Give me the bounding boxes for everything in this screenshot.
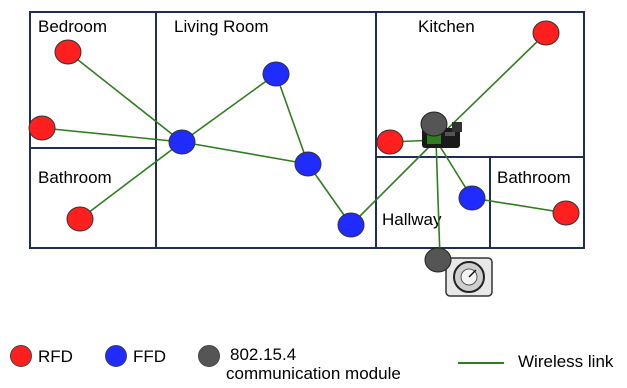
- module-swatch-icon: [198, 345, 220, 367]
- legend-ffd-label: FFD: [133, 346, 167, 366]
- module-nodes: [420, 111, 452, 273]
- meter-icon: [445, 257, 493, 297]
- hallway-label: Hallway: [382, 210, 442, 229]
- wireless-link-swatch-icon: [458, 361, 504, 364]
- wireless-link: [67, 51, 183, 143]
- kitchen-label: Kitchen: [418, 17, 475, 36]
- ffd-node: [262, 61, 290, 87]
- ffd-node: [168, 129, 196, 155]
- rfd-node: [532, 20, 560, 46]
- rfd-node: [54, 39, 82, 65]
- ffd-nodes: [168, 61, 486, 238]
- wireless-link: [275, 73, 309, 165]
- bathroom-left-label: Bathroom: [38, 168, 112, 187]
- communication-module-node: [420, 111, 448, 137]
- bathroom-right-room: [489, 156, 585, 249]
- rfd-nodes: [28, 20, 580, 232]
- ffd-node: [337, 212, 365, 238]
- wireless-links: [41, 32, 567, 259]
- bathroom-right-label: Bathroom: [497, 168, 571, 187]
- living-room-label: Living Room: [174, 17, 269, 36]
- legend-ffd: FFD: [105, 345, 166, 367]
- floor-plan-walls: [29, 11, 585, 249]
- legend-wireless-label: Wireless link: [518, 352, 614, 371]
- communication-module-node: [424, 247, 452, 273]
- legend-module-line1: 802.15.4: [230, 345, 297, 364]
- ffd-node: [294, 151, 322, 177]
- legend-module-line2: communication module: [226, 364, 401, 383]
- ffd-swatch-icon: [105, 345, 127, 367]
- floor-plan-diagram: Bedroom Living Room Kitchen Bathroom Bat…: [28, 11, 585, 297]
- legend-rfd-label: RFD: [38, 346, 73, 366]
- rfd-node: [28, 115, 56, 141]
- legend-wireless-link: Wireless link: [458, 352, 614, 371]
- wireless-link: [79, 141, 183, 220]
- rfd-node: [552, 200, 580, 226]
- wireless-link: [181, 73, 277, 143]
- legend-module: 802.15.4 communication module: [198, 345, 401, 383]
- wireless-link: [350, 139, 437, 226]
- bathroom-left-room: [29, 147, 157, 249]
- rfd-swatch-icon: [10, 345, 32, 367]
- rfd-node: [376, 129, 404, 155]
- bedroom-label: Bedroom: [38, 17, 107, 36]
- wireless-link: [181, 141, 309, 165]
- legend-rfd: RFD: [10, 345, 73, 367]
- legend: RFD FFD 802.15.4 communication module Wi…: [0, 338, 627, 388]
- rfd-node: [66, 206, 94, 232]
- wireless-link: [435, 139, 441, 259]
- wireless-link: [41, 127, 183, 143]
- ffd-node: [458, 185, 486, 211]
- wireless-link: [471, 197, 567, 214]
